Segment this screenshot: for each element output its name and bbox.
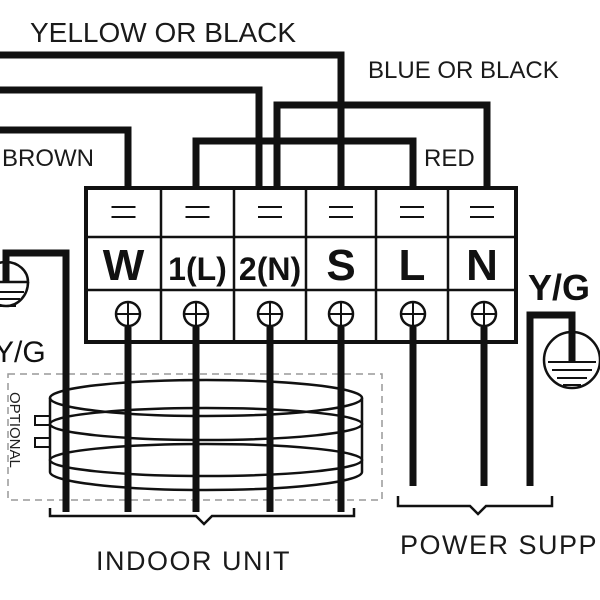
screw-icon: [114, 300, 142, 328]
wire-to-2n: [0, 86, 263, 192]
screw-icon: [256, 300, 284, 328]
clamp-icon: [34, 378, 364, 492]
terminal-label-1l: 1(L): [168, 251, 227, 287]
top-wires: [0, 51, 491, 192]
terminal-board: [84, 186, 518, 344]
terminal-label-s: S: [326, 241, 355, 290]
terminal-1l: 1(L): [159, 188, 227, 342]
terminal-l: L: [374, 188, 427, 342]
bottom-wires: [124, 327, 488, 512]
label-yg-left: Y/G: [0, 336, 46, 369]
label-indoor-unit: INDOOR UNIT: [96, 546, 291, 576]
terminal-label-l: L: [399, 241, 426, 290]
wire-red: [192, 137, 417, 192]
terminal-label-w: W: [103, 241, 145, 290]
screw-icon: [182, 300, 210, 328]
ground-icon-left: [0, 260, 30, 308]
label-brown: BROWN: [2, 145, 94, 172]
wire-ground-left: [2, 249, 70, 512]
wire-blue-or-black: [273, 101, 491, 192]
wire-yellow-or-black: [0, 51, 345, 192]
screw-icon: [399, 300, 427, 328]
screw-icon: [470, 300, 498, 328]
label-yellow-or-black: YELLOW OR BLACK: [30, 17, 296, 48]
screw-icon: [327, 300, 355, 328]
label-power-supply: POWER SUPPLY: [400, 530, 600, 560]
terminal-label-2n: 2(N): [239, 251, 301, 287]
label-yg-right: Y/G: [528, 267, 590, 308]
terminal-label-n: N: [466, 241, 498, 290]
terminal-s: S: [304, 188, 356, 342]
ground-icon-right: [542, 330, 600, 390]
wire-ground-right: [526, 311, 576, 486]
terminal-board-outline: [84, 186, 518, 344]
bracket-power-supply: [396, 496, 554, 516]
label-blue-or-black: BLUE OR BLACK: [368, 57, 559, 84]
terminal-n: N: [446, 188, 498, 342]
terminal-2n: 2(N): [232, 188, 301, 342]
terminal-w: W: [103, 206, 145, 328]
label-red: RED: [424, 145, 475, 172]
wire-brown: [0, 126, 132, 192]
bracket-indoor-unit: [48, 508, 356, 526]
label-optional: OPTIONAL: [6, 392, 23, 468]
